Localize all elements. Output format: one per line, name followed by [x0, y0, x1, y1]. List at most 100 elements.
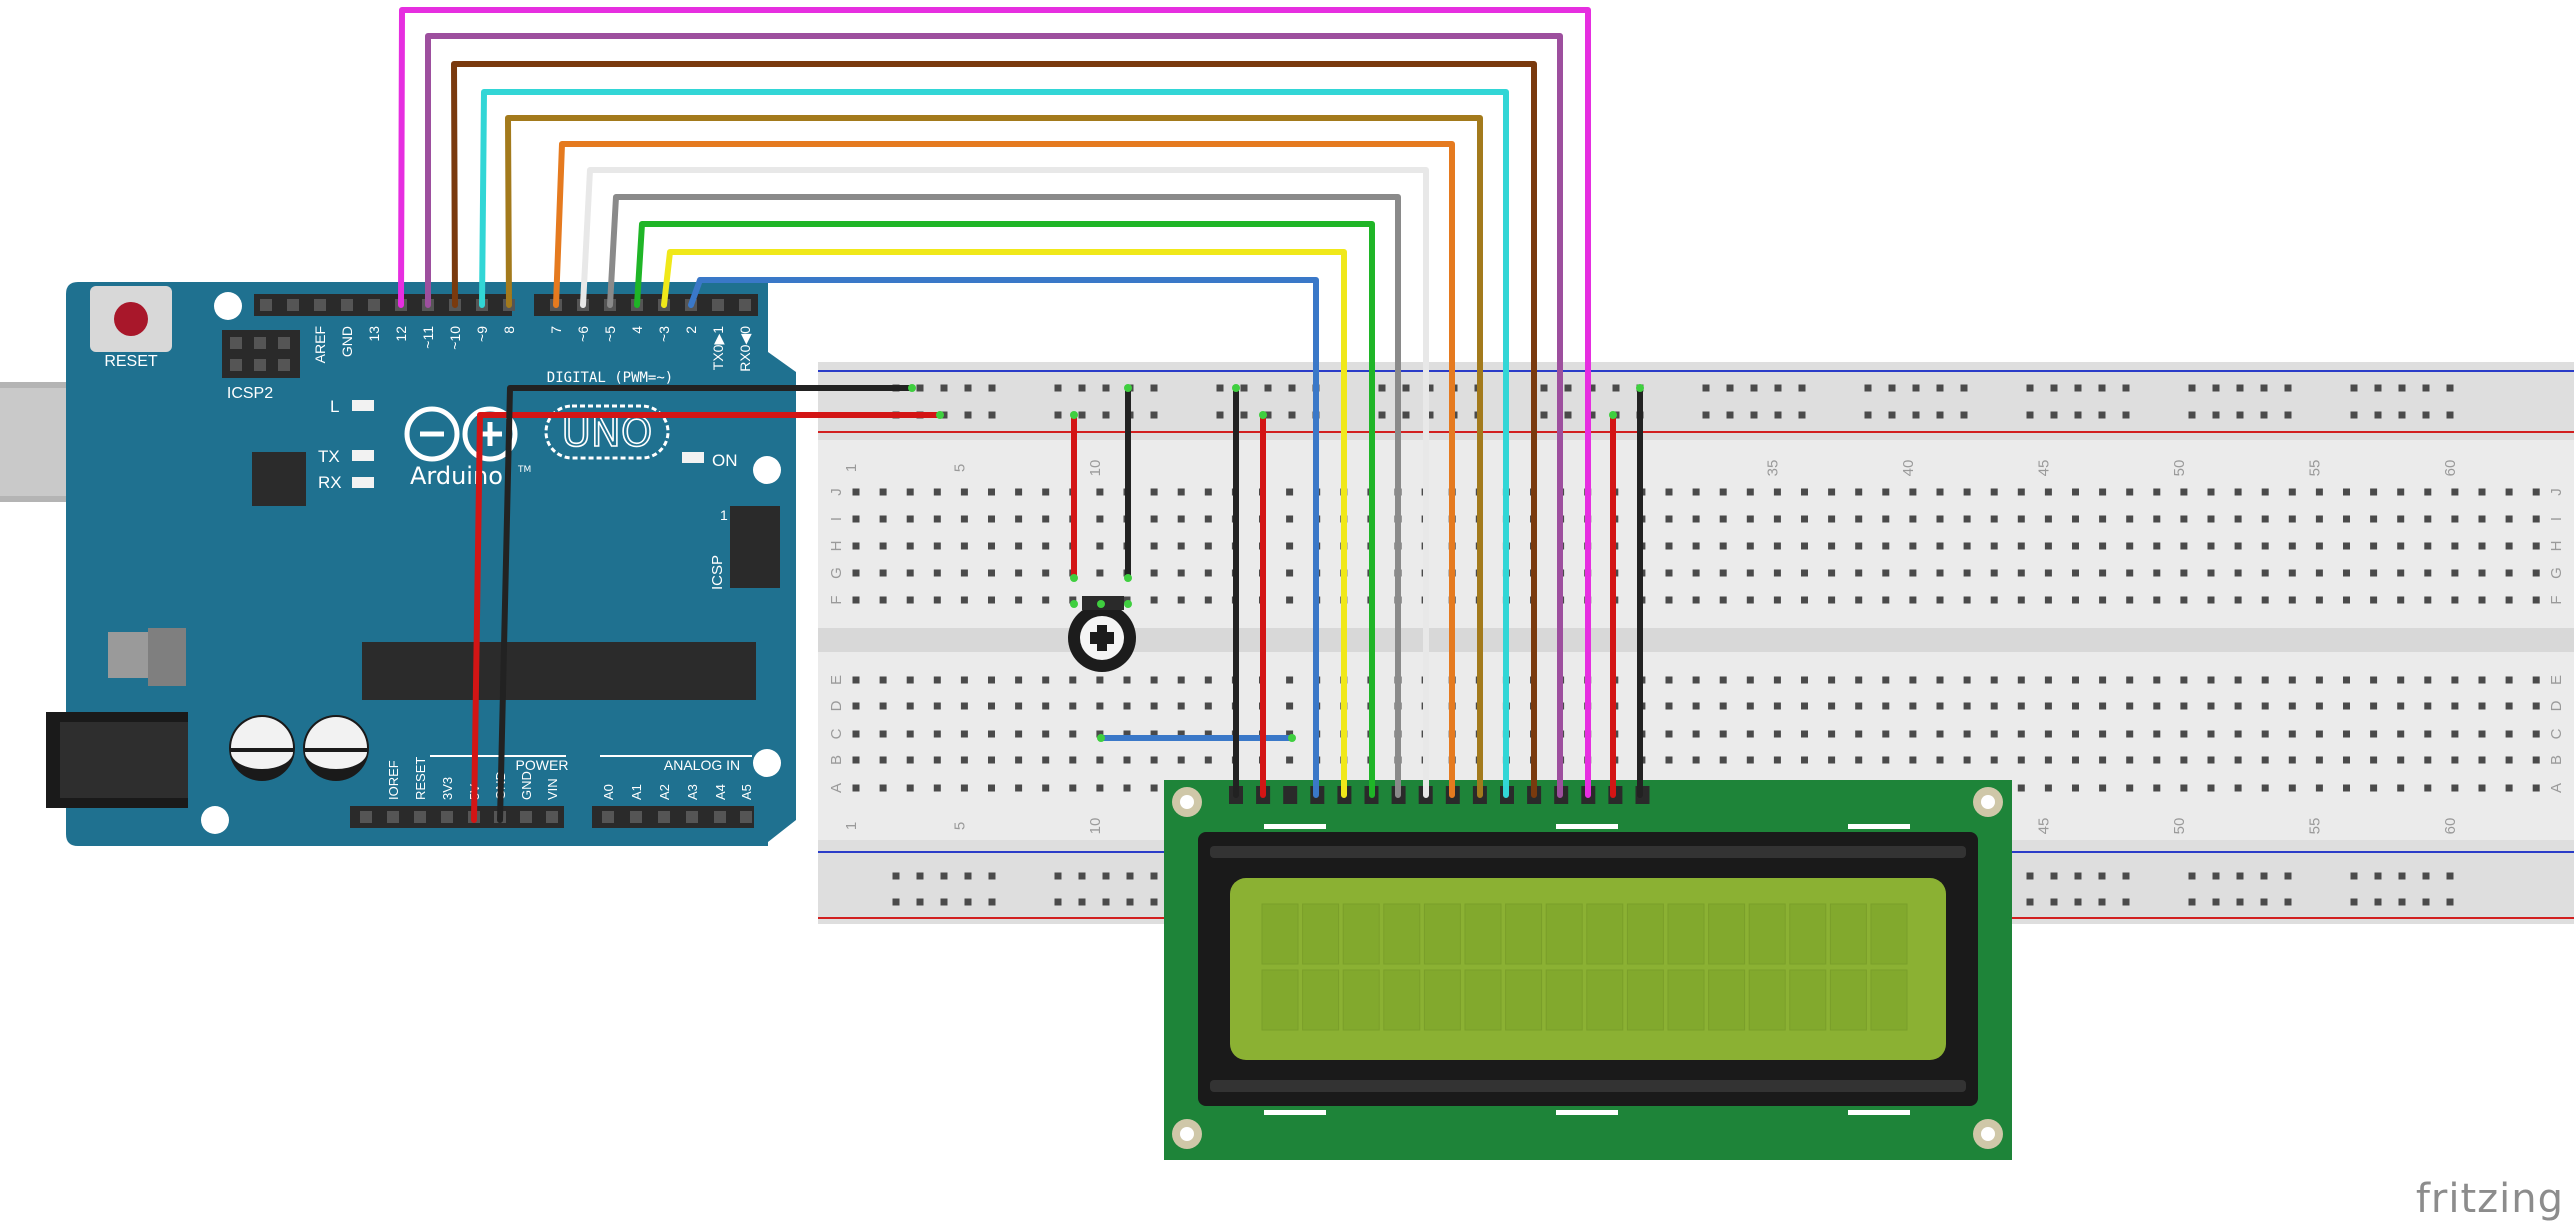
- breadboard-hole[interactable]: [2180, 730, 2188, 738]
- rail-hole[interactable]: [2374, 384, 2382, 392]
- header-pin[interactable]: [414, 811, 426, 823]
- breadboard-hole[interactable]: [852, 676, 860, 684]
- breadboard-hole[interactable]: [1069, 784, 1077, 792]
- rail-hole[interactable]: [2284, 898, 2292, 906]
- breadboard-hole[interactable]: [2370, 515, 2378, 523]
- breadboard-hole[interactable]: [960, 515, 968, 523]
- breadboard-hole[interactable]: [1963, 596, 1971, 604]
- breadboard-hole[interactable]: [2207, 542, 2215, 550]
- breadboard-hole[interactable]: [2343, 488, 2350, 496]
- breadboard-hole[interactable]: [1665, 676, 1673, 684]
- breadboard-hole[interactable]: [1990, 702, 1998, 710]
- breadboard-hole[interactable]: [1773, 676, 1781, 684]
- rail-hole[interactable]: [2422, 411, 2430, 419]
- breadboard-hole[interactable]: [1882, 542, 1890, 550]
- breadboard-hole[interactable]: [2315, 730, 2323, 738]
- breadboard-hole[interactable]: [2072, 730, 2079, 738]
- breadboard-hole[interactable]: [2288, 515, 2296, 523]
- rail-hole[interactable]: [1288, 411, 1296, 419]
- breadboard-hole[interactable]: [2424, 515, 2432, 523]
- rail-hole[interactable]: [1240, 411, 1248, 419]
- breadboard-hole[interactable]: [1882, 702, 1890, 710]
- rail-hole[interactable]: [1750, 411, 1758, 419]
- breadboard-hole[interactable]: [2099, 702, 2107, 710]
- rail-hole[interactable]: [988, 384, 996, 392]
- rail-hole[interactable]: [1702, 411, 1710, 419]
- breadboard-hole[interactable]: [879, 730, 887, 738]
- wire-gnd-rail[interactable]: [497, 385, 915, 823]
- rail-hole[interactable]: [916, 898, 924, 906]
- breadboard-hole[interactable]: [2099, 676, 2107, 684]
- breadboard-hole[interactable]: [2397, 702, 2405, 710]
- rail-hole[interactable]: [1378, 384, 1386, 392]
- rail-hole[interactable]: [2284, 384, 2292, 392]
- breadboard-hole[interactable]: [2099, 756, 2107, 764]
- breadboard-hole[interactable]: [852, 784, 860, 792]
- rail-hole[interactable]: [892, 898, 900, 906]
- rail-hole[interactable]: [1888, 384, 1896, 392]
- breadboard-hole[interactable]: [1015, 784, 1023, 792]
- breadboard-hole[interactable]: [933, 756, 941, 764]
- breadboard-hole[interactable]: [1069, 596, 1077, 604]
- breadboard-hole[interactable]: [1963, 702, 1971, 710]
- breadboard-hole[interactable]: [2044, 730, 2052, 738]
- rail-hole[interactable]: [940, 898, 948, 906]
- breadboard-hole[interactable]: [906, 702, 914, 710]
- breadboard-hole[interactable]: [2397, 515, 2405, 523]
- breadboard-hole[interactable]: [2261, 784, 2269, 792]
- breadboard-hole[interactable]: [2288, 730, 2296, 738]
- rail-hole[interactable]: [1240, 384, 1248, 392]
- breadboard-hole[interactable]: [2099, 784, 2107, 792]
- breadboard-hole[interactable]: [2017, 542, 2025, 550]
- breadboard-hole[interactable]: [2288, 569, 2296, 577]
- breadboard-hole[interactable]: [2099, 488, 2107, 496]
- breadboard-hole[interactable]: [1123, 702, 1131, 710]
- breadboard-hole[interactable]: [2370, 488, 2378, 496]
- breadboard-hole[interactable]: [852, 756, 860, 764]
- breadboard-hole[interactable]: [1692, 569, 1700, 577]
- rail-hole[interactable]: [2422, 384, 2430, 392]
- rail-hole[interactable]: [2098, 872, 2106, 880]
- breadboard-hole[interactable]: [1150, 596, 1158, 604]
- breadboard-hole[interactable]: [2180, 756, 2188, 764]
- breadboard-hole[interactable]: [2397, 569, 2405, 577]
- breadboard-hole[interactable]: [1855, 542, 1863, 550]
- breadboard-hole[interactable]: [2532, 676, 2540, 684]
- breadboard-hole[interactable]: [1855, 676, 1863, 684]
- breadboard-hole[interactable]: [2478, 730, 2486, 738]
- breadboard-hole[interactable]: [2017, 488, 2025, 496]
- rail-hole[interactable]: [2422, 898, 2430, 906]
- breadboard-hole[interactable]: [1177, 488, 1185, 496]
- breadboard-hole[interactable]: [1801, 488, 1808, 496]
- breadboard-hole[interactable]: [2532, 569, 2540, 577]
- breadboard-hole[interactable]: [2044, 702, 2052, 710]
- breadboard-hole[interactable]: [2532, 702, 2540, 710]
- breadboard-hole[interactable]: [2451, 542, 2459, 550]
- breadboard-hole[interactable]: [1990, 596, 1998, 604]
- header-pin[interactable]: [712, 299, 724, 311]
- rail-hole[interactable]: [1588, 384, 1596, 392]
- breadboard-hole[interactable]: [1015, 676, 1023, 684]
- breadboard-hole[interactable]: [1882, 596, 1890, 604]
- breadboard-hole[interactable]: [879, 569, 887, 577]
- breadboard-hole[interactable]: [1286, 542, 1294, 550]
- header-pin[interactable]: [658, 811, 670, 823]
- breadboard-hole[interactable]: [852, 596, 860, 604]
- breadboard-hole[interactable]: [1692, 702, 1700, 710]
- breadboard-hole[interactable]: [2044, 542, 2052, 550]
- breadboard-hole[interactable]: [988, 596, 995, 604]
- breadboard-hole[interactable]: [2153, 702, 2161, 710]
- breadboard-hole[interactable]: [1828, 676, 1836, 684]
- rail-hole[interactable]: [2074, 411, 2082, 419]
- wire-d10[interactable]: [451, 61, 1537, 798]
- breadboard-hole[interactable]: [1909, 730, 1917, 738]
- rail-hole[interactable]: [1960, 411, 1968, 419]
- rail-hole[interactable]: [2074, 898, 2082, 906]
- breadboard-hole[interactable]: [1042, 730, 1050, 738]
- breadboard-hole[interactable]: [1015, 488, 1023, 496]
- breadboard-hole[interactable]: [1773, 756, 1781, 764]
- breadboard-hole[interactable]: [2343, 542, 2350, 550]
- breadboard-hole[interactable]: [2370, 756, 2378, 764]
- breadboard-hole[interactable]: [906, 730, 914, 738]
- breadboard-hole[interactable]: [933, 730, 941, 738]
